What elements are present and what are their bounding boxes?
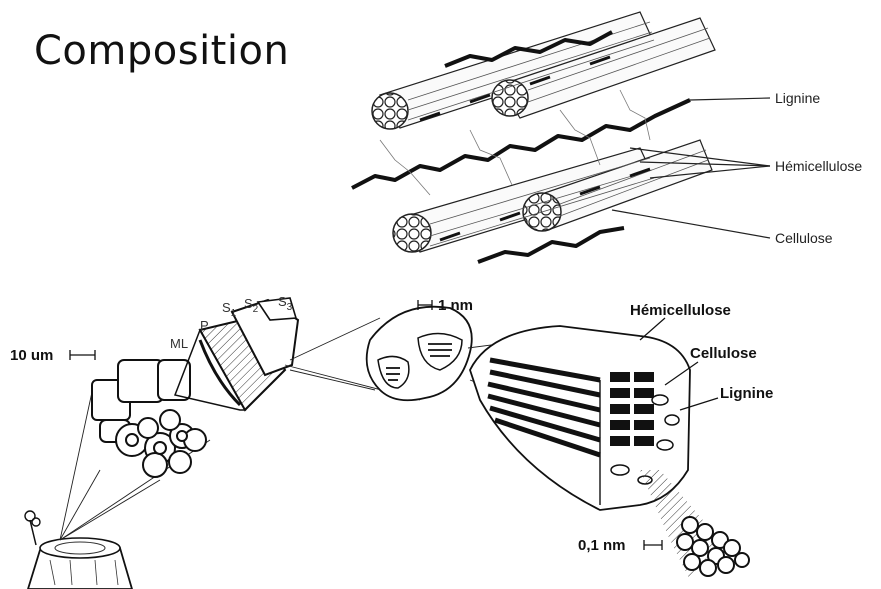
scale-bar [644,540,662,550]
wood-hierarchy-illustration [25,298,749,589]
microfibril-bundle [367,307,472,401]
scale-bar [70,350,95,360]
lignine-bold-label: Lignine [720,385,773,402]
cellulose-label: Cellulose [775,230,833,246]
wood-cells-cluster [92,360,206,477]
scale-label-01nm: 0,1 nm [578,537,626,554]
hemicellulose-label: Hémicellulose [775,158,862,174]
tree-stump-icon [25,511,132,589]
layer-ml-label: ML [170,336,188,351]
cellulose-bold-label: Cellulose [690,345,757,362]
cellulose-molecule-cluster [640,470,749,580]
cell-wall-layers [175,298,298,410]
lignine-label: Lignine [775,90,820,106]
hemicellulose-bold-label: Hémicellulose [630,302,731,319]
microfibril-illustration [352,12,770,262]
layer-s1-label: S1 [222,300,237,319]
layer-p-label: P [200,318,209,333]
scale-label-1nm: 1 nm [438,297,473,314]
scale-label-10um: 10 um [10,347,53,364]
